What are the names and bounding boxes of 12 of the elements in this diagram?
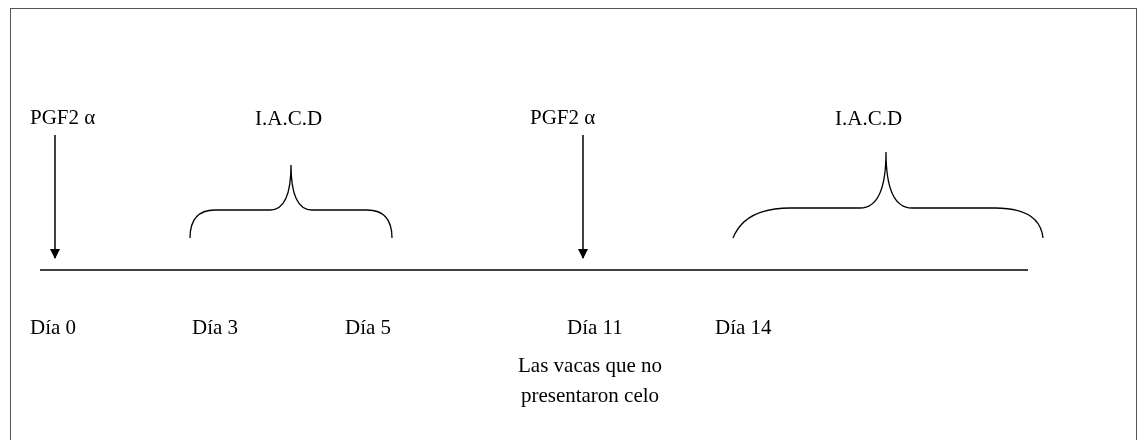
day-label: Día 11 bbox=[567, 314, 623, 341]
note-text: Las vacas que no presentaron celo bbox=[517, 352, 663, 409]
day-label: Día 3 bbox=[192, 314, 239, 341]
treatment-label: I.A.C.D bbox=[255, 105, 323, 132]
day-label: Día 5 bbox=[345, 314, 392, 341]
treatment-label: I.A.C.D bbox=[835, 105, 903, 132]
arrow bbox=[578, 134, 588, 259]
hormone-label: PGF2 α bbox=[530, 104, 596, 131]
hormone-label: PGF2 α bbox=[30, 104, 96, 131]
day-label: Día 14 bbox=[715, 314, 772, 341]
day-label: Día 0 bbox=[30, 314, 77, 341]
arrow bbox=[50, 134, 60, 259]
